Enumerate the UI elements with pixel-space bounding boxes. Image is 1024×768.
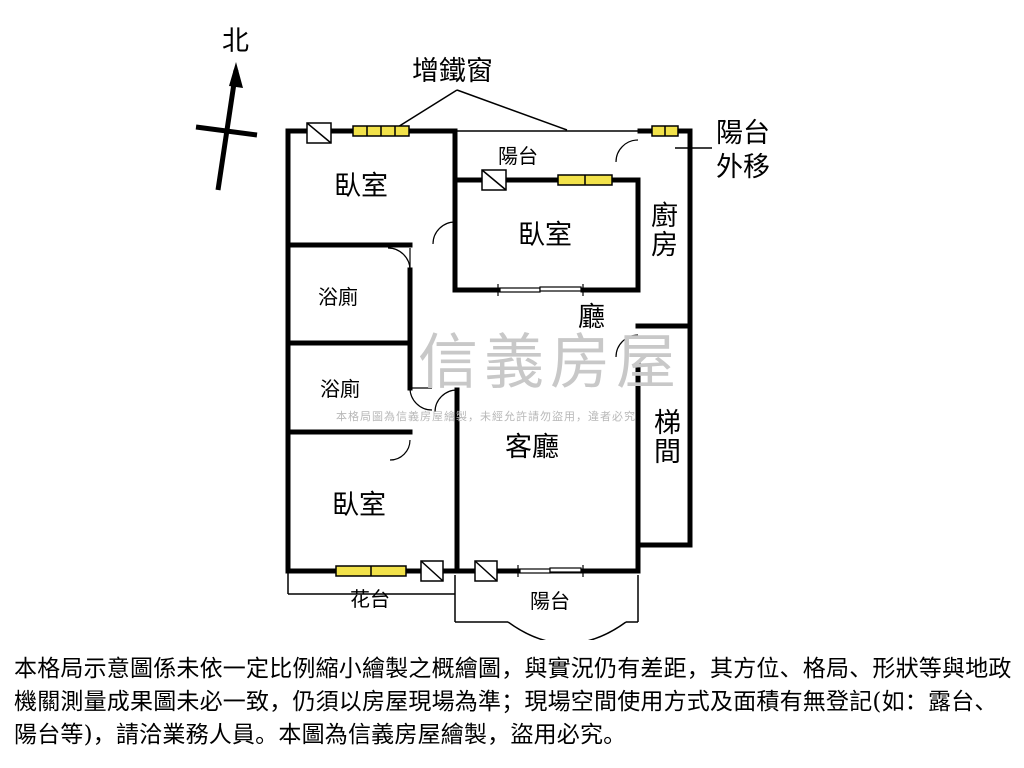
thin-lines	[287, 130, 645, 640]
room-balcony-n: 陽台	[498, 144, 538, 168]
room-bedroom-n: 臥室	[518, 220, 572, 251]
room-bath-2: 浴廁	[320, 377, 360, 401]
room-stair: 梯間	[649, 408, 680, 466]
vent-icon	[306, 122, 507, 582]
floor-plan	[195, 62, 712, 640]
disclaimer-text: 本格局示意圖係未依一定比例縮小繪製之概繪圖，與實況仍有差距，其方位、格局、形狀等…	[14, 656, 1012, 748]
balcony-moved-label: 陽台 外移	[716, 118, 770, 183]
compass-north-label: 北	[222, 26, 249, 57]
walls	[285, 128, 693, 574]
room-bedroom-sw: 臥室	[332, 490, 386, 521]
room-balcony-s: 陽台	[530, 589, 570, 613]
room-kitchen: 廚房	[646, 201, 677, 259]
north-arrow-icon	[195, 62, 258, 191]
sliding-doors	[497, 284, 584, 577]
room-bedroom-nw: 臥室	[334, 171, 388, 202]
room-bath-1: 浴廁	[318, 285, 358, 309]
room-hall: 廳	[578, 302, 605, 333]
door-swings	[387, 139, 639, 461]
windows	[335, 125, 679, 577]
watermark-brand: 信義房屋	[418, 328, 682, 398]
room-living: 客廳	[505, 432, 559, 463]
iron-window-label: 增鐵窗	[412, 56, 493, 87]
iron-window-callout	[392, 89, 712, 149]
room-planter: 花台	[350, 587, 390, 611]
watermark-notice: 本格局圖為信義房屋繪製，未經允許請勿盜用，違者必究	[336, 410, 636, 423]
